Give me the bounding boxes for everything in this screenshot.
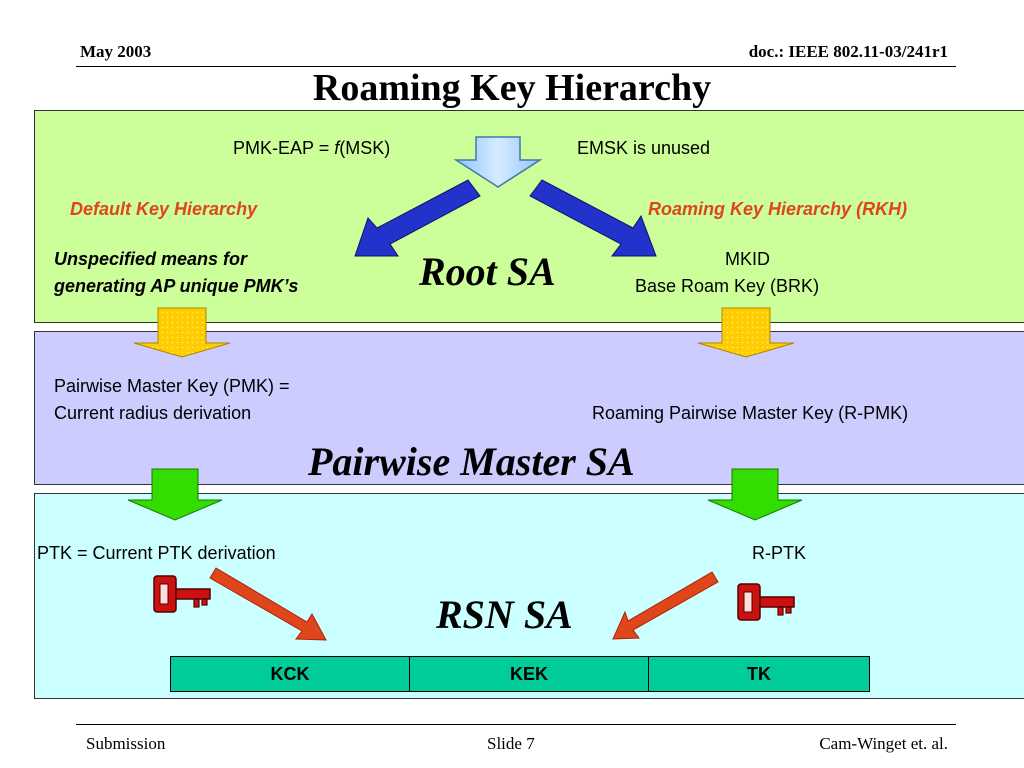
yellow-arrow-right-icon (697, 307, 795, 358)
green-arrow-left-icon (127, 468, 223, 521)
roaming-hierarchy-label: Roaming Key Hierarchy (RKH) (648, 199, 908, 219)
brk-label: Base Roam Key (BRK) (635, 276, 820, 296)
key-bar: KCK KEK TK (170, 656, 870, 692)
root-sa-label: Root SA (419, 249, 556, 294)
emsk-label: EMSK is unused (577, 138, 711, 158)
root-down-arrow-icon (453, 136, 543, 188)
pmk-line2: Current radius derivation (54, 403, 252, 423)
red-arrow-right-icon (612, 571, 719, 640)
key-icon-right (737, 583, 795, 621)
key-cell-kek: KEK (410, 657, 649, 691)
key-cell-kck: KCK (171, 657, 410, 691)
header-date: May 2003 (80, 42, 152, 61)
blue-arrow-left-icon (354, 179, 481, 257)
page-title: Roaming Key Hierarchy (312, 67, 712, 109)
pairwise-sa-label: Pairwise Master SA (308, 439, 635, 484)
default-hierarchy-label: Default Key Hierarchy (70, 199, 258, 219)
unspecified-line1: Unspecified means for (54, 249, 248, 269)
yellow-arrow-left-icon (133, 307, 231, 358)
footer-rule (76, 724, 956, 725)
pairwise-sa-band (34, 331, 1024, 485)
key-icon-left (153, 575, 211, 613)
header-doc-id: doc.: IEEE 802.11-03/241r1 (748, 42, 948, 61)
mkid-label: MKID (725, 249, 770, 269)
unspecified-line2: generating AP unique PMK’s (54, 276, 299, 296)
footer-left: Submission (86, 734, 166, 753)
rptk-label: R-PTK (752, 543, 806, 563)
rsn-sa-label: RSN SA (436, 592, 573, 637)
blue-arrow-right-icon (529, 179, 657, 257)
ptk-label: PTK = Current PTK derivation (37, 543, 276, 563)
pmk-eap-func: f (334, 138, 340, 158)
root-sa-band (34, 110, 1024, 323)
header-rule (76, 66, 956, 67)
pmk-line1: Pairwise Master Key (PMK) = (54, 376, 290, 396)
pmk-eap-label: PMK-EAP = f(MSK) (233, 138, 390, 159)
pmk-eap-prefix: PMK-EAP = (233, 138, 335, 158)
footer-right: Cam-Winget et. al. (819, 734, 948, 753)
rpmk-label: Roaming Pairwise Master Key (R-PMK) (592, 403, 909, 423)
footer-center: Slide 7 (487, 734, 535, 753)
pmk-eap-suffix: (MSK) (339, 138, 391, 158)
red-arrow-left-icon (209, 567, 327, 641)
key-cell-tk: TK (747, 663, 771, 684)
green-arrow-right-icon (707, 468, 803, 521)
